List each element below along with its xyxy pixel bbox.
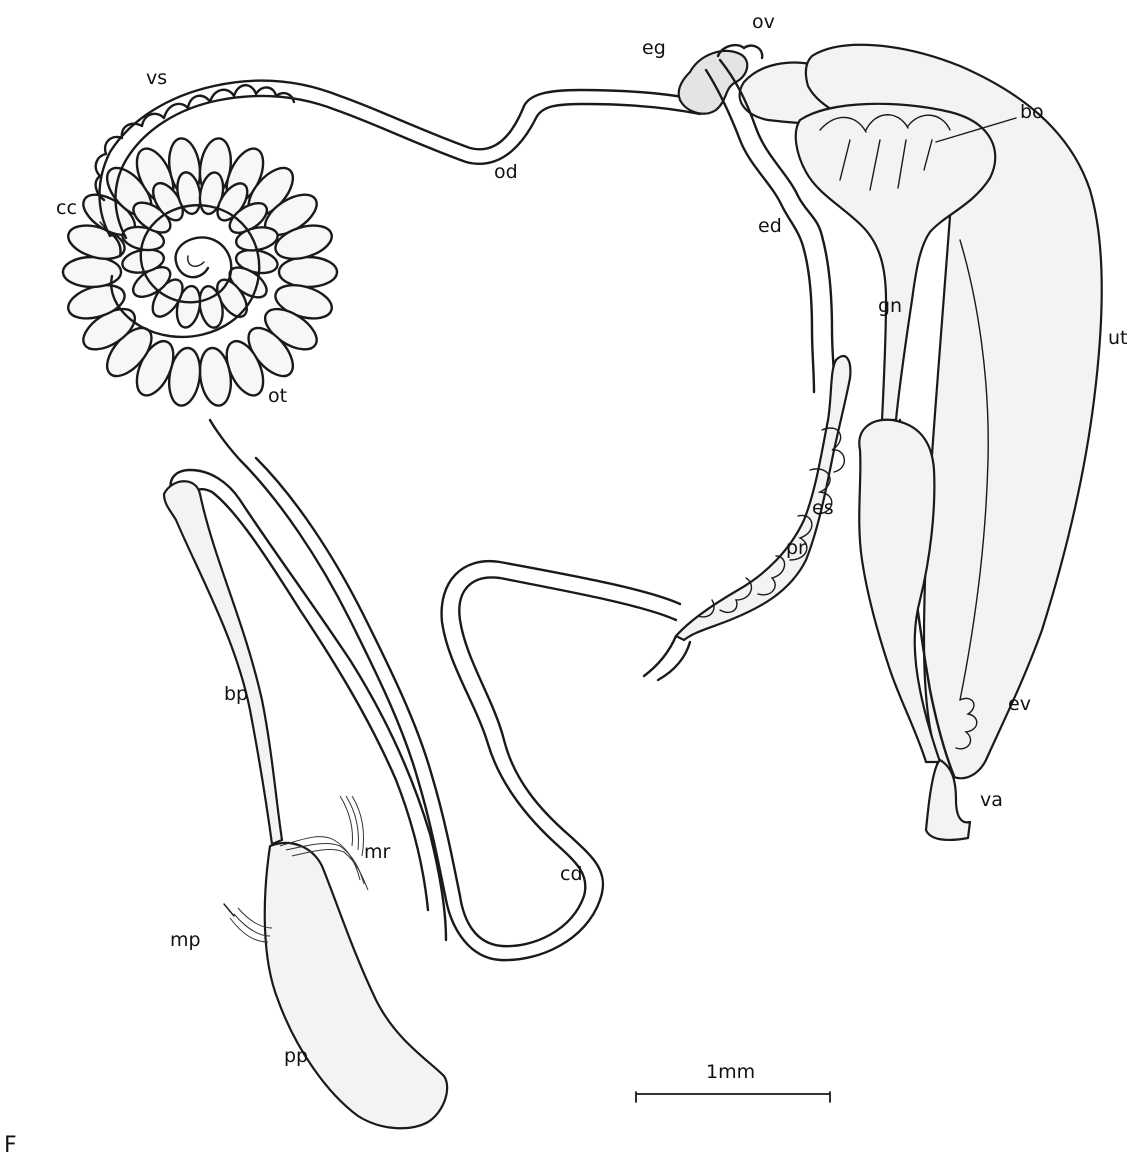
figure-caption: F [4,1133,17,1156]
scale-bar: 1mm [636,1061,830,1102]
label-eg: eg [642,37,666,59]
label-es: es [812,497,834,519]
label-ot: ot [268,385,287,407]
ovotestis-lobe [279,257,337,287]
scale-bar-label: 1mm [706,1061,755,1083]
label-va: va [980,789,1003,811]
label-bp: bp [224,683,248,705]
label-ev: ev [1008,693,1031,715]
label-pr: pr [786,537,806,559]
label-mr: mr [364,841,391,863]
label-ov: ov [752,11,775,33]
label-cc: cc [56,197,77,219]
label-ed: ed [758,215,782,237]
label-ut: ut [1108,327,1128,349]
label-vs: vs [146,67,167,89]
penis-complex [164,470,447,1128]
label-pp: pp [284,1045,308,1067]
label-cd: cd [560,863,583,885]
label-bo: bo [1020,101,1044,123]
ovotestis [63,136,337,407]
label-gn: gn [878,295,902,317]
label-mp: mp [170,929,201,951]
label-od: od [494,161,518,183]
